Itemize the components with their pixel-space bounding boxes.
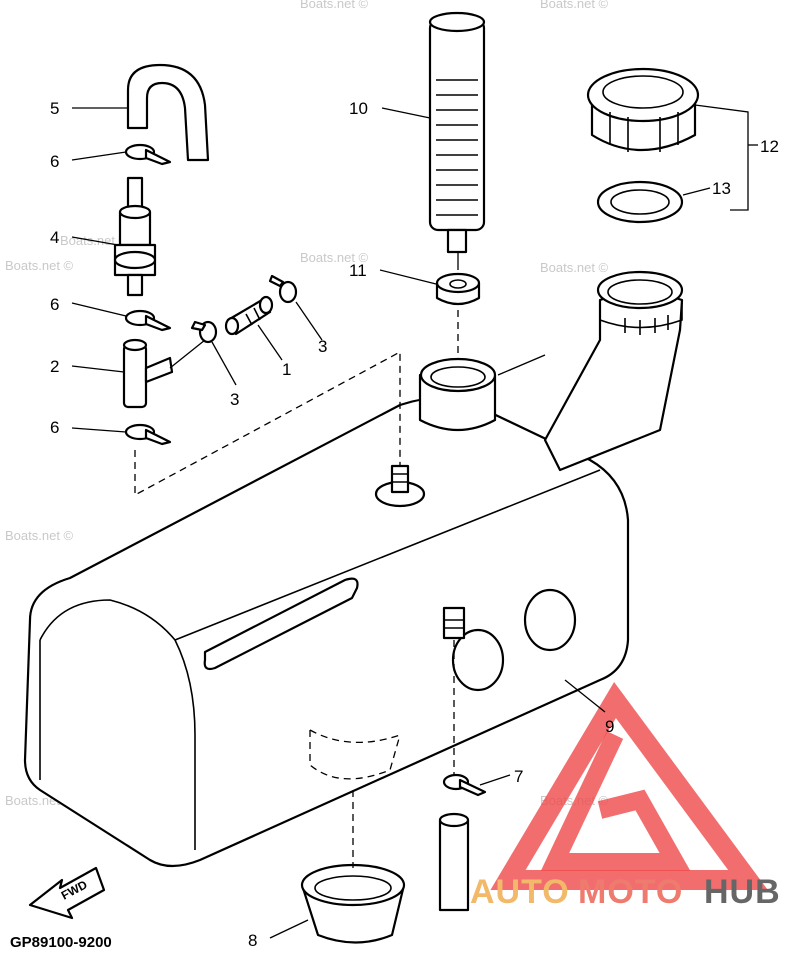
- watermark-text: Boats.net ©: [300, 250, 369, 265]
- callout-6: 6: [50, 152, 59, 171]
- callout-3: 3: [318, 337, 327, 356]
- brand-auto: AUTO: [470, 873, 570, 911]
- callout-labels: 5 6 4 6 2 6 10 11 12 13 1 3 3 9 7 8: [50, 99, 779, 950]
- drawing-code: GP89100-9200: [10, 934, 112, 951]
- cap-gasket: [596, 180, 684, 224]
- callout-11: 11: [349, 261, 367, 280]
- watermark-text: Boats.net ©: [5, 258, 74, 273]
- fuel-tank: [23, 396, 630, 868]
- fuel-cap: [586, 67, 700, 152]
- callout-6: 6: [50, 418, 59, 437]
- clip-6-mid: [124, 309, 172, 332]
- logo-inner-stroke: [540, 731, 691, 871]
- cup-8: [300, 863, 406, 944]
- callout-4: 4: [50, 228, 59, 247]
- leader-lines: [71, 104, 758, 939]
- clip-7: [442, 773, 487, 797]
- clip-6-top: [124, 143, 172, 166]
- brand-moto: MOTO: [578, 873, 683, 911]
- callout-13: 13: [712, 179, 731, 198]
- watermark-text: Boats.net ©: [540, 0, 609, 11]
- clip-3-right: [268, 274, 298, 304]
- fwd-arrow: FWD: [28, 866, 106, 920]
- brand-wordmark: AUTO MOTO HUB: [470, 873, 781, 911]
- filler-neck: [543, 270, 684, 472]
- callout-12: 12: [760, 137, 779, 156]
- automotohub-logo: [490, 681, 768, 890]
- connector-1: [224, 295, 274, 336]
- brand-hub: HUB: [704, 873, 781, 911]
- gauge-window-icon: [451, 628, 505, 692]
- callout-1: 1: [282, 360, 291, 379]
- tank-handle: [203, 577, 359, 671]
- tank-fitting: [374, 464, 426, 508]
- watermark-text: Boats.net ©: [300, 0, 369, 11]
- callout-2: 2: [50, 357, 59, 376]
- callout-6: 6: [50, 295, 59, 314]
- callout-8: 8: [248, 931, 257, 950]
- gauge-window-icon: [523, 588, 577, 652]
- clip-3-left: [190, 320, 218, 344]
- suction-pipe: [438, 606, 470, 912]
- clip-6-low: [124, 423, 172, 446]
- fuel-filter: [113, 176, 157, 297]
- joint-2: [122, 338, 174, 409]
- assembly-lines: [134, 252, 459, 868]
- hose-5: [126, 63, 210, 162]
- callout-7: 7: [514, 767, 523, 786]
- logo-triangle: [490, 681, 768, 890]
- watermark-text: Boats.net ©: [540, 260, 609, 275]
- callout-10: 10: [349, 99, 368, 118]
- callout-3: 3: [230, 390, 239, 409]
- strainer-port: [418, 357, 497, 432]
- callout-9: 9: [605, 717, 614, 736]
- watermark-text: Boats.net ©: [5, 528, 74, 543]
- gasket-11: [435, 272, 481, 306]
- strainer: [428, 11, 486, 254]
- callout-5: 5: [50, 99, 59, 118]
